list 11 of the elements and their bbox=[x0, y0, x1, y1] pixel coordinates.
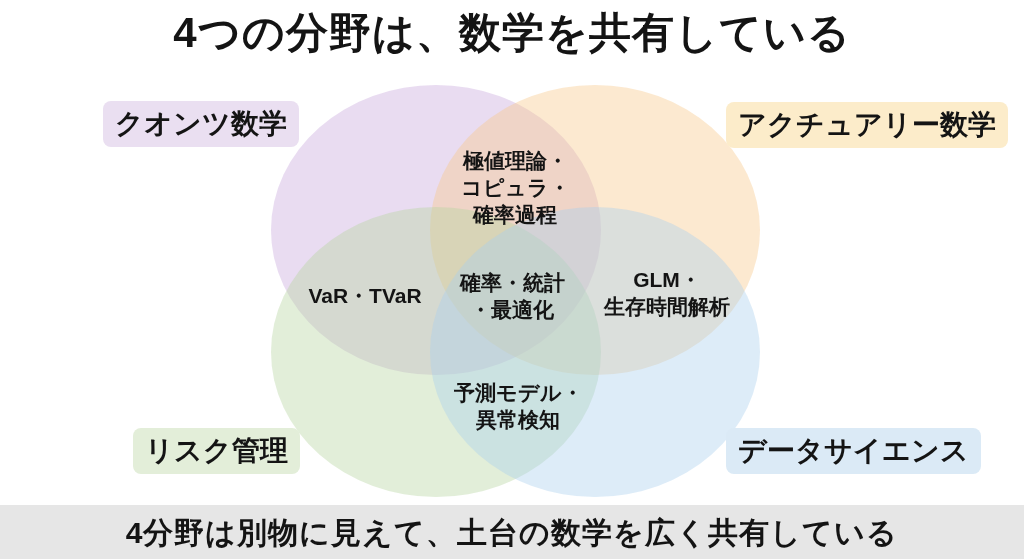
overlap-label: VaR・TVaR bbox=[307, 283, 423, 309]
overlap-label: GLM・生存時間解析 bbox=[602, 267, 731, 320]
overlap-label: 予測モデル・異常検知 bbox=[453, 380, 583, 433]
category-label: データサイエンス bbox=[726, 428, 981, 474]
category-label: クオンツ数学 bbox=[103, 101, 299, 147]
title: 4つの分野は、数学を共有している bbox=[172, 8, 852, 58]
overlap-label: 極値理論・コピュラ・確率過程 bbox=[460, 148, 570, 228]
category-label: リスク管理 bbox=[133, 428, 300, 474]
caption-banner: 4分野は別物に見えて、土台の数学を広く共有している bbox=[0, 505, 1024, 559]
category-label: アクチュアリー数学 bbox=[726, 102, 1008, 148]
overlap-label: 確率・統計・最適化 bbox=[458, 270, 566, 323]
